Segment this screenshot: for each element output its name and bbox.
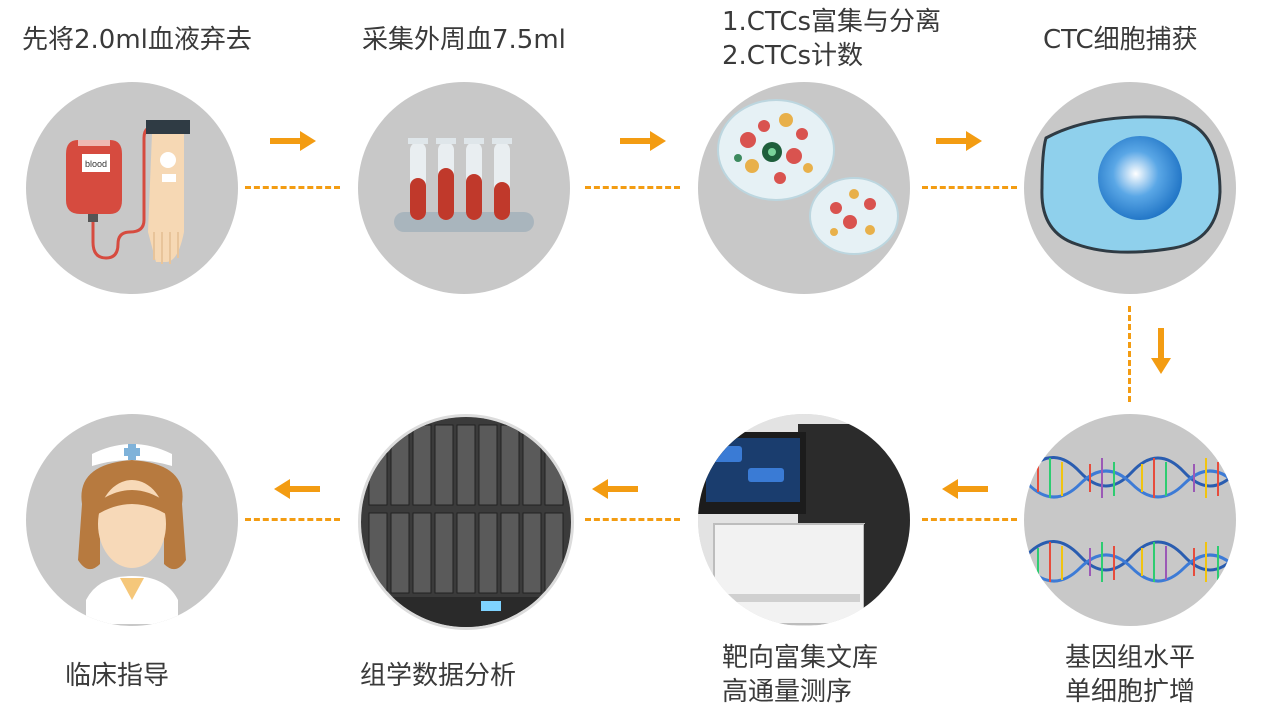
sequencer-icon — [698, 414, 910, 626]
step2-label: 采集外周血7.5ml — [362, 25, 566, 55]
step6-label-line1: 靶向富集文库 — [722, 643, 879, 673]
server-rack-icon — [358, 414, 574, 630]
arrow-down-icon — [1151, 328, 1171, 374]
arrow-left-icon — [274, 479, 320, 499]
svg-text:blood: blood — [85, 159, 107, 169]
arrow-left-icon — [942, 479, 988, 499]
connector-2-3 — [585, 186, 680, 189]
step5-label-line1: 基因组水平 — [1065, 643, 1196, 673]
step4-label: CTC细胞捕获 — [1043, 25, 1198, 55]
connector-3-4 — [922, 186, 1017, 189]
petri-dish-icon — [698, 82, 910, 294]
dna-helix-icon — [1024, 414, 1236, 626]
step6-label-line2: 高通量测序 — [722, 677, 853, 707]
arrow-right-icon — [936, 131, 982, 151]
step1-label: 先将2.0ml血液弃去 — [22, 25, 252, 55]
connector-5-6 — [922, 518, 1017, 521]
step7-label: 组学数据分析 — [360, 661, 517, 691]
arrow-right-icon — [270, 131, 316, 151]
cell-icon — [1024, 82, 1236, 294]
arrow-right-icon — [620, 131, 666, 151]
step3-label-line1: 1.CTCs富集与分离 — [722, 7, 942, 37]
step5-label-line2: 单细胞扩增 — [1065, 677, 1196, 707]
connector-1-2 — [245, 186, 340, 189]
connector-7-8 — [245, 518, 340, 521]
test-tubes-icon — [358, 82, 570, 294]
connector-4-5 — [1128, 306, 1131, 402]
nurse-icon — [26, 414, 238, 626]
step3-label-line2: 2.CTCs计数 — [722, 41, 864, 71]
connector-6-7 — [585, 518, 680, 521]
arrow-left-icon — [592, 479, 638, 499]
blood-bag-icon: blood — [26, 82, 238, 294]
step8-label: 临床指导 — [65, 661, 170, 691]
